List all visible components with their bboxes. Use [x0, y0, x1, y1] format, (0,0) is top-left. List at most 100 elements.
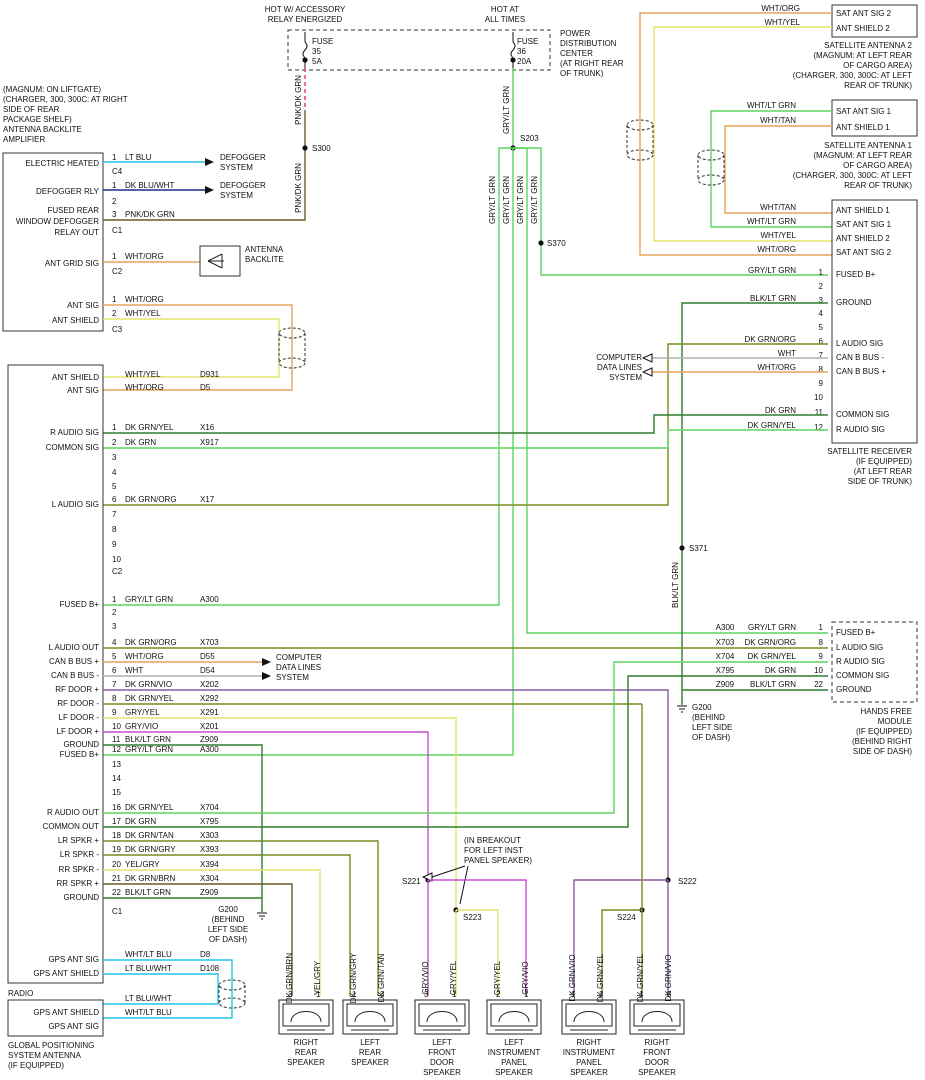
- gps-pin: GPS ANT SIG: [48, 1022, 99, 1031]
- hfm-pin-num: 8: [819, 638, 824, 647]
- radio-pin: COMMON OUT: [43, 822, 100, 831]
- speaker-pin: 3: [288, 990, 293, 999]
- wire-label: GRY/LT GRN: [748, 266, 796, 275]
- pdc-label: OF TRUNK): [560, 69, 604, 78]
- wire-radio-fused-b1: [103, 147, 513, 606]
- hfm-pin-name: R AUDIO SIG: [836, 657, 885, 666]
- speaker-wire-label: GRY/VIO: [521, 961, 530, 994]
- defogger-system-label: SYSTEM: [220, 191, 253, 200]
- computer-data-label: SYSTEM: [609, 373, 642, 382]
- circuit-label: D108: [200, 964, 220, 973]
- wire-num: 22: [112, 888, 121, 897]
- wire-num: 11: [112, 735, 121, 744]
- radio-pin: LF DOOR +: [57, 727, 100, 736]
- speaker-icon: [282, 1003, 330, 1027]
- antenna-backlite-amplifier: [2, 152, 104, 332]
- circuit-label: D8: [200, 950, 211, 959]
- wire-label: WHT/LT GRN: [747, 217, 796, 226]
- g200-label: (BEHIND: [212, 915, 245, 924]
- sat-recv-pin-num: 4: [819, 309, 824, 318]
- wire-label: WHT/ORG: [761, 4, 800, 13]
- sat2-desc: (MAGNUM: AT LEFT REAR: [813, 51, 912, 60]
- wire-label: DK GRN/ORG: [125, 638, 177, 647]
- radio-pin: R AUDIO SIG: [50, 428, 99, 437]
- speaker-label: REAR: [359, 1048, 381, 1057]
- wire-num: 6: [112, 666, 117, 675]
- computer-data-label: COMPUTER: [276, 653, 322, 662]
- amplifier-desc: (CHARGER, 300, 300C: AT RIGHT: [3, 95, 128, 104]
- splice-s371-label: S371: [689, 544, 708, 553]
- wire-lr-spkr-plus: [103, 840, 379, 996]
- speaker-icon: [498, 1011, 530, 1023]
- speaker-icon: [414, 999, 470, 1035]
- wire-label: WHT/YEL: [764, 18, 800, 27]
- splice-s300: [302, 145, 308, 151]
- sat-recv-desc: (AT LEFT REAR: [854, 467, 912, 476]
- sat1-pin: SAT ANT SIG 1: [836, 107, 892, 116]
- speaker-label: SPEAKER: [351, 1058, 389, 1067]
- wire-label: WHT/YEL: [125, 309, 161, 318]
- sat-recv-pin-num: 7: [819, 351, 824, 360]
- splice-s221-label: S221: [402, 877, 421, 886]
- connector-c2-radio: C2: [112, 567, 123, 576]
- computer-data-arrow-icon: [262, 658, 271, 666]
- circuit-label: X201: [200, 722, 219, 731]
- radio-pin: L AUDIO OUT: [49, 643, 99, 652]
- antenna-backlite-box: [199, 245, 241, 277]
- amp-pin-ant-grid-sig: ANT GRID SIG: [45, 259, 99, 268]
- radio-pin: RR SPKR +: [57, 879, 100, 888]
- speaker-pin: 1: [452, 990, 457, 999]
- wire-num: 1: [112, 595, 117, 604]
- radio-pin: GROUND: [63, 893, 99, 902]
- wire-num: 2: [112, 608, 117, 617]
- splice-s370: [538, 240, 544, 246]
- wire-num: 1: [112, 153, 117, 162]
- speaker-pin: 3: [667, 990, 672, 999]
- wire-lf-door-minus: [103, 717, 457, 910]
- circuit-label: X394: [200, 860, 219, 869]
- g200-label-2: G200: [692, 703, 712, 712]
- wire-common-out: [103, 675, 828, 828]
- sat1-desc: REAR OF TRUNK): [844, 181, 912, 190]
- speaker-label: INSTRUMENT: [563, 1048, 616, 1057]
- sat-recv-desc: SATELLITE RECEIVER: [827, 447, 912, 456]
- speaker-icon: [290, 1011, 322, 1023]
- radio-pin: GPS ANT SIG: [48, 955, 99, 964]
- vert-label: PNK/DK GRN: [294, 75, 303, 125]
- speaker-wire-label: DK GRN/VIO: [568, 954, 577, 1001]
- circuit-label: X303: [200, 831, 219, 840]
- wire-num: 12: [112, 745, 121, 754]
- radio-pin: L AUDIO SIG: [52, 500, 99, 509]
- speaker-label: PANEL: [576, 1058, 602, 1067]
- g200-label: LEFT SIDE: [208, 925, 248, 934]
- wire-label: WHT/LT BLU: [125, 950, 172, 959]
- breakout-label: PANEL SPEAKER): [464, 856, 532, 865]
- circuit-label: Z909: [716, 680, 735, 689]
- breakout-label: FOR LEFT INST: [464, 846, 523, 855]
- circuit-label: X795: [200, 817, 219, 826]
- wire-label: BLK/LT GRN: [125, 888, 171, 897]
- circuit-label: A300: [200, 595, 219, 604]
- sat-recv-pin-num: 1: [819, 268, 824, 277]
- speaker-pin: 1: [639, 990, 644, 999]
- splice-s203-label: S203: [520, 134, 539, 143]
- speaker-icon: [641, 1011, 673, 1023]
- radio-pin: RF DOOR +: [55, 685, 99, 694]
- circuit-label: X291: [200, 708, 219, 717]
- amp-pin-electric-heated: ELECTRIC HEATED: [25, 159, 99, 168]
- wire-sat2-sig: [639, 12, 832, 256]
- amplifier-desc: ANTENNA BACKLITE: [3, 125, 82, 134]
- pdc-label: DISTRIBUTION: [560, 39, 617, 48]
- splice-s223-label: S223: [463, 913, 482, 922]
- speaker-icon: [629, 999, 685, 1035]
- pdc-label: CENTER: [560, 49, 593, 58]
- computer-data-arrow-icon: [641, 367, 653, 377]
- sat-recv-pin-name: COMMON SIG: [836, 410, 889, 419]
- sat1-desc: (MAGNUM: AT LEFT REAR: [813, 151, 912, 160]
- sat-recv-pin-name: CAN B BUS -: [836, 353, 884, 362]
- radio-label: RADIO: [8, 989, 33, 998]
- wire-label: BLK/LT GRN: [125, 735, 171, 744]
- hfm-pin-name: GROUND: [836, 685, 872, 694]
- radio-pin: RF DOOR -: [57, 699, 99, 708]
- computer-data-arrow-icon: [641, 353, 653, 363]
